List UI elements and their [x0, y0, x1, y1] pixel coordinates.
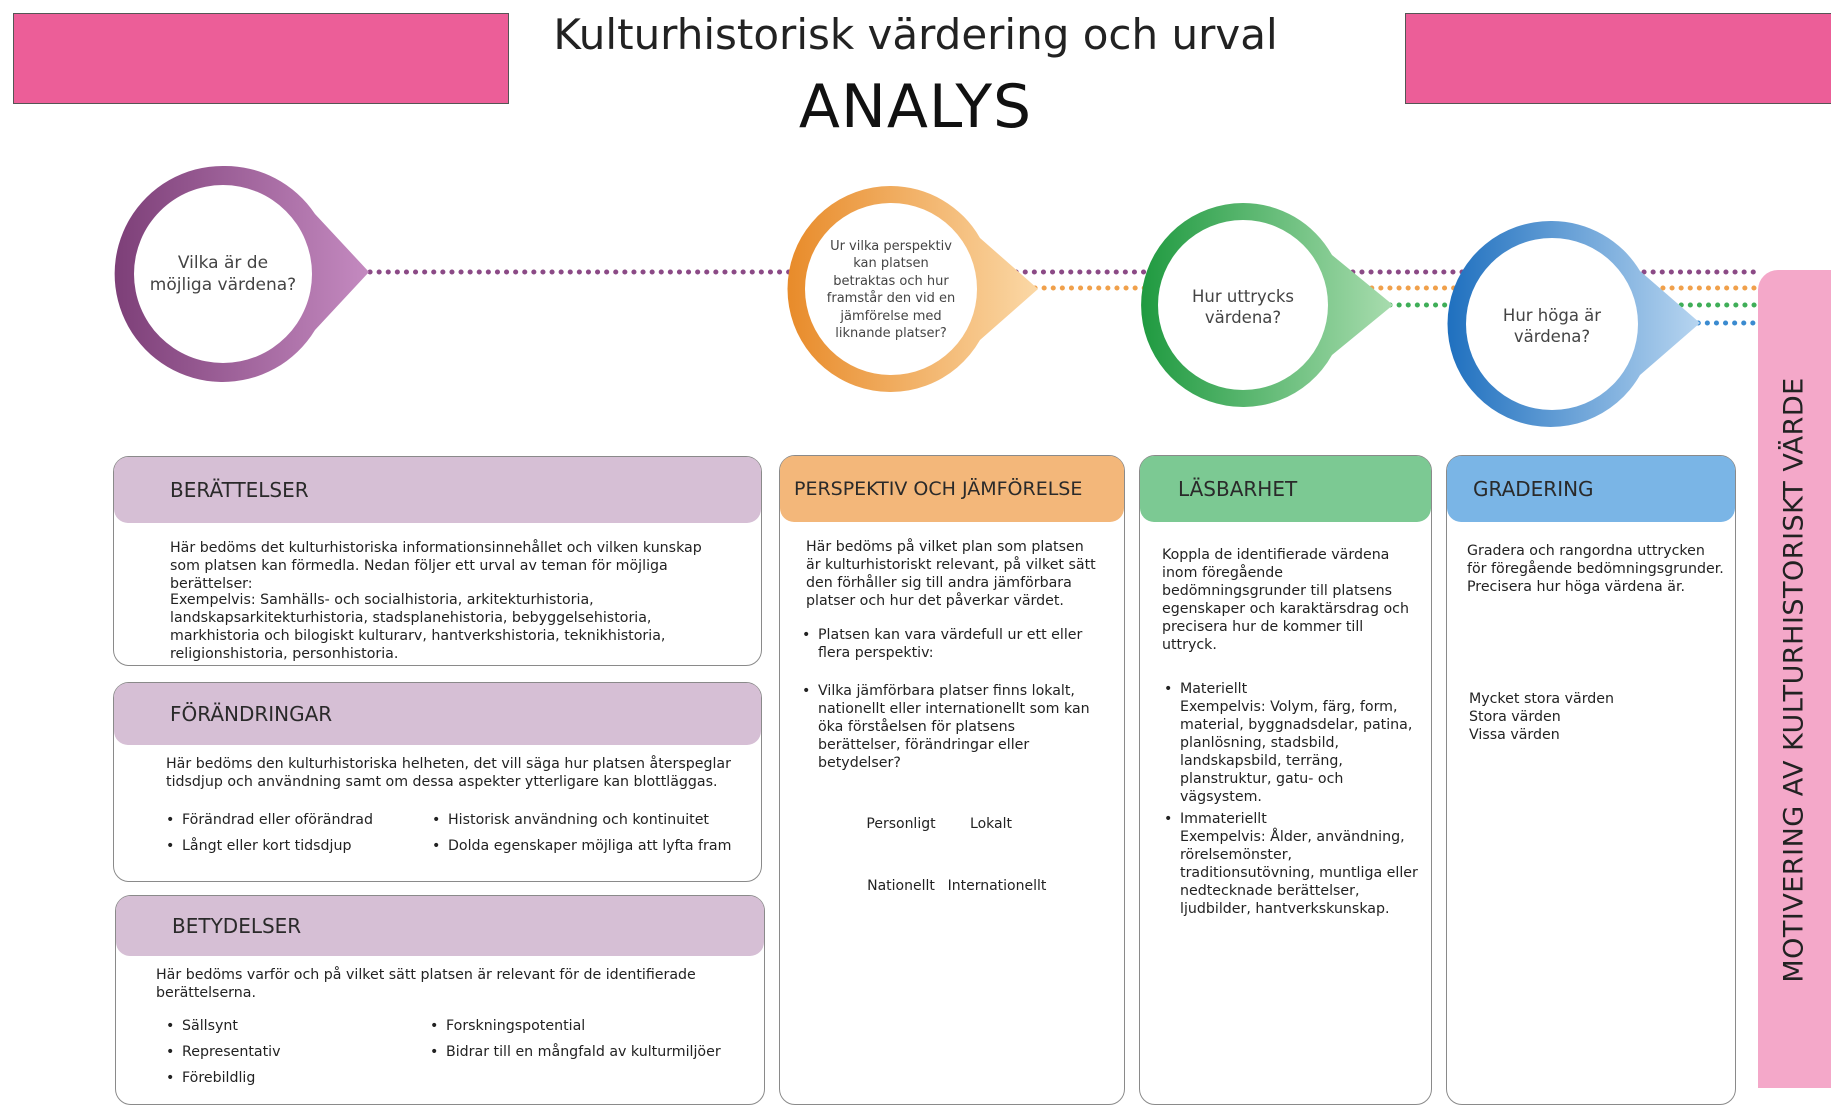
pin-blue [1447, 220, 1700, 427]
list-item: Bidrar till en mångfald av kulturmiljöer [430, 1039, 750, 1065]
question-possible-values: Vilka är de möjliga värdena? [149, 253, 297, 295]
immateriellt-list: Immateriellt Exempelvis: Ålder, användni… [1164, 810, 1422, 918]
card-heading: BETYDELSER [172, 914, 302, 938]
list-item: Förändrad eller oförändrad [166, 807, 396, 833]
card-intro: Här bedöms varför och på vilket sätt pla… [156, 967, 696, 1001]
card-gradering: GRADERING Gradera och rangordna uttrycke… [1446, 455, 1736, 1105]
list-item: Långt eller kort tidsdjup [166, 833, 396, 859]
question-perspectives: Ur vilka perspektiv kan platsen betrakta… [826, 238, 956, 342]
icon-label-personligt: Personligt [866, 816, 936, 832]
card-header: GRADERING [1447, 456, 1735, 522]
list-item: Materiellt Exempelvis: Volym, färg, form… [1164, 680, 1422, 806]
page-subtitle: ANALYS [798, 72, 1033, 142]
card-heading: GRADERING [1473, 477, 1594, 501]
card-heading: PERSPEKTIV OCH JÄMFÖRELSE [794, 478, 1083, 500]
level-some: Vissa värden [1469, 727, 1560, 743]
bullet-list-left: Förändrad eller oförändrad Långt eller k… [166, 807, 396, 859]
card-header: BERÄTTELSER [114, 457, 761, 523]
pin-green [1141, 202, 1393, 407]
bullet-list-left: Sällsynt Representativ Förebildlig [166, 1013, 366, 1091]
card-lasbarhet: LÄSBARHET Koppla de identifierade värden… [1139, 455, 1432, 1105]
list-item: Representativ [166, 1039, 366, 1065]
card-examples: Exempelvis: Samhälls- och socialhistoria… [170, 592, 666, 662]
card-intro: Koppla de identifierade värdena inom för… [1162, 547, 1409, 653]
card-heading: LÄSBARHET [1178, 477, 1298, 501]
card-header: PERSPEKTIV OCH JÄMFÖRELSE [780, 456, 1124, 522]
card-berattelser: BERÄTTELSER Här bedöms det kulturhistori… [113, 456, 762, 666]
card-header: FÖRÄNDRINGAR [114, 683, 761, 745]
materiellt-list: Materiellt Exempelvis: Volym, färg, form… [1164, 680, 1422, 806]
card-forandringar: FÖRÄNDRINGAR Här bedöms den kulturhistor… [113, 682, 762, 882]
icon-label-nationellt: Nationellt [867, 878, 935, 894]
page-title: Kulturhistorisk värdering och urval [553, 10, 1278, 59]
materiellt-text: Exempelvis: Volym, färg, form, material,… [1180, 699, 1413, 805]
bullet-list: Platsen kan vara värdefull ur ett eller … [802, 626, 1098, 772]
materiellt-title: Materiellt [1180, 681, 1248, 697]
list-item: Historisk användning och kontinuitet [432, 807, 752, 833]
card-header: LÄSBARHET [1140, 456, 1431, 522]
list-item: Förebildlig [166, 1065, 366, 1091]
card-heading: BERÄTTELSER [170, 478, 309, 502]
card-intro: Här bedöms det kulturhistoriska informat… [170, 540, 702, 592]
bullet-list-right: Forskningspotential Bidrar till en mångf… [430, 1013, 750, 1065]
level-very-high: Mycket stora värden [1469, 691, 1615, 707]
list-item: Forskningspotential [430, 1013, 750, 1039]
card-betydelser: BETYDELSER Här bedöms varför och på vilk… [115, 895, 765, 1105]
list-item: Immateriellt Exempelvis: Ålder, användni… [1164, 810, 1422, 918]
list-item: Platsen kan vara värdefull ur ett eller … [802, 626, 1098, 662]
card-intro: Här bedöms på vilket plan som platsen är… [806, 539, 1096, 609]
question-how-high: Hur höga är värdena? [1502, 306, 1602, 346]
pin-purple [114, 165, 369, 382]
header-bar-left [13, 13, 509, 104]
immateriellt-text: Exempelvis: Ålder, användning, rörelsemö… [1180, 829, 1418, 917]
bullet-list-right: Historisk användning och kontinuitet Dol… [432, 807, 752, 859]
level-high: Stora värden [1469, 709, 1561, 725]
level-list: Mycket stora värden Stora värden Vissa v… [1469, 690, 1659, 744]
card-perspektiv: PERSPEKTIV OCH JÄMFÖRELSE Här bedöms på … [779, 455, 1125, 1105]
icon-label-lokalt: Lokalt [970, 816, 1012, 832]
immateriellt-title: Immateriellt [1180, 811, 1267, 827]
question-how-expressed: Hur uttrycks värdena? [1191, 287, 1295, 327]
icon-label-internationellt: Internationellt [947, 878, 1047, 894]
pin-orange [787, 185, 1038, 392]
card-heading: FÖRÄNDRINGAR [170, 702, 333, 726]
list-item: Vilka jämförbara platser finns lokalt, n… [802, 682, 1098, 772]
card-intro: Gradera och rangordna uttrycken för före… [1467, 543, 1724, 595]
card-header: BETYDELSER [116, 896, 764, 956]
header-bar-right [1405, 13, 1831, 104]
list-item: Dolda egenskaper möjliga att lyfta fram [432, 833, 752, 859]
side-band [1758, 270, 1831, 1088]
list-item: Sällsynt [166, 1013, 366, 1039]
card-intro: Här bedöms den kulturhistoriska helheten… [166, 756, 731, 790]
